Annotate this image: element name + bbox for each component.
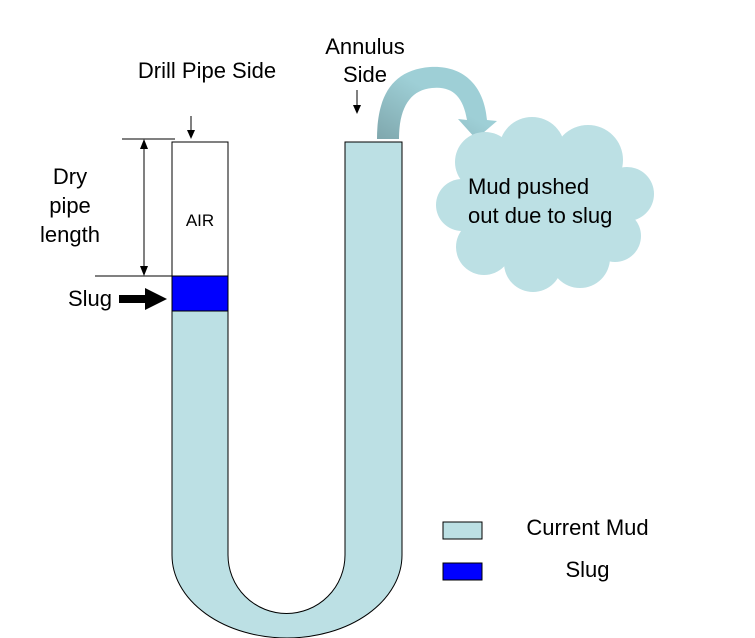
dry-pipe-length-label-line2: pipe xyxy=(49,193,91,218)
air-label: AIR xyxy=(185,211,215,230)
drill-pipe-side-label: Drill Pipe Side xyxy=(137,58,277,83)
dry-pipe-length-label-line3: length xyxy=(40,222,100,247)
legend-swatch-slug xyxy=(442,562,483,581)
dry-pipe-length-label-line1: Dry xyxy=(52,164,88,189)
cloud-text-line1: Mud pushed xyxy=(468,174,590,199)
slug-pointer-arrow xyxy=(119,288,167,310)
legend-label-current-mud: Current Mud xyxy=(526,515,649,540)
cloud-text-line2: out due to slug xyxy=(468,203,613,228)
slug-section xyxy=(171,275,229,312)
slug-pointer-label: Slug xyxy=(67,286,113,311)
dimension-arrow-head-down xyxy=(140,266,148,276)
curved-overflow-arrow xyxy=(377,66,497,139)
legend-label-slug: Slug xyxy=(565,557,610,582)
u-tube-mud xyxy=(171,141,403,638)
air-section xyxy=(171,141,229,277)
overflow-cloud xyxy=(436,117,654,292)
legend-swatch-current-mud xyxy=(442,521,483,540)
annulus-side-label-line2: Side xyxy=(342,62,388,87)
drill-pipe-pointer-head xyxy=(187,130,195,139)
dimension-arrow-head-up xyxy=(140,139,148,149)
annulus-pointer-head xyxy=(353,105,361,114)
annulus-side-label-line1: Annulus xyxy=(325,34,405,59)
